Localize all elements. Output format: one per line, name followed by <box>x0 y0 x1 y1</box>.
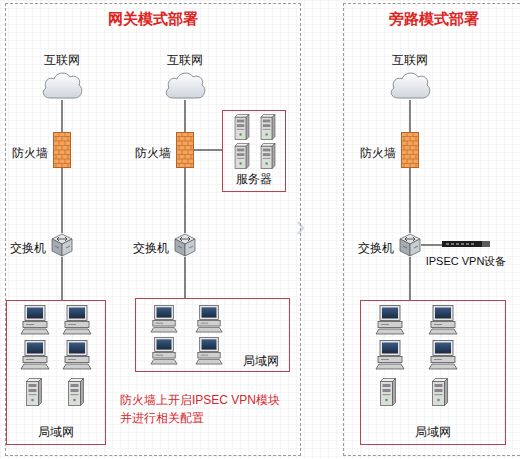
network-group: 局域网 <box>6 300 106 445</box>
cloud-shape <box>163 70 207 100</box>
switch-icon: 交换机 <box>174 233 196 257</box>
firewall-shape <box>53 132 71 168</box>
node-label: 局域网 <box>415 425 451 439</box>
node-label: 交换机 <box>133 241 169 255</box>
firewall-icon: 防火墙 <box>53 132 71 168</box>
network-link <box>409 168 410 233</box>
switch-shape <box>174 233 196 257</box>
network-panel: 互联网防火墙交换机 IPSEC VPN设备局域网 旁路模式部署 <box>343 3 520 456</box>
panel-title: 网关模式部署 <box>6 10 300 28</box>
network-link <box>61 257 62 300</box>
node-label: 互联网 <box>167 53 203 67</box>
network-link <box>61 168 62 233</box>
network-group: 局域网 <box>360 300 506 445</box>
cloud-shape <box>40 70 84 100</box>
node-label: 防火墙 <box>12 146 48 160</box>
internet-cloud: 互联网 <box>40 70 84 100</box>
node-label: 互联网 <box>44 53 80 67</box>
node-label: 交换机 <box>10 241 46 255</box>
node-label: 服务器 <box>236 172 272 186</box>
network-group: 服务器 <box>222 110 286 192</box>
node-label: 互联网 <box>392 53 428 67</box>
panel-title: 旁路模式部署 <box>344 10 520 28</box>
cloud-shape <box>388 70 432 100</box>
firewall-shape <box>176 132 194 168</box>
node-label: 局域网 <box>243 354 279 368</box>
network-link <box>184 168 185 233</box>
network-link <box>409 100 410 132</box>
internet-cloud: 互联网 <box>388 70 432 100</box>
network-link <box>421 244 442 245</box>
firewall-shape <box>401 132 419 168</box>
node-label: 防火墙 <box>135 146 171 160</box>
firewall-icon: 防火墙 <box>176 132 194 168</box>
network-link <box>184 100 185 132</box>
network-group: 局域网 <box>135 298 290 372</box>
network-link <box>194 149 222 150</box>
vpn-device: IPSEC VPN设备 <box>442 240 490 248</box>
switch-icon: 交换机 <box>399 233 421 257</box>
network-link <box>61 100 62 132</box>
firewall-icon: 防火墙 <box>401 132 419 168</box>
node-label: IPSEC VPN设备 <box>426 254 507 268</box>
node-label: 局域网 <box>38 425 74 439</box>
node-label: 防火墙 <box>360 146 396 160</box>
switch-shape <box>399 233 421 257</box>
network-panel: 互联网防火墙交换机局域网 互联网防火墙服务器交换机局域网 网关模式部署 <box>5 3 301 456</box>
network-link <box>184 257 185 298</box>
config-note: 防火墙上开启IPSEC VPN模块并进行相关配置 <box>120 391 286 427</box>
node-label: 交换机 <box>358 241 394 255</box>
internet-cloud: 互联网 <box>163 70 207 100</box>
network-link <box>409 257 410 300</box>
switch-shape <box>51 233 73 257</box>
switch-icon: 交换机 <box>51 233 73 257</box>
vpn-shape <box>442 240 490 248</box>
